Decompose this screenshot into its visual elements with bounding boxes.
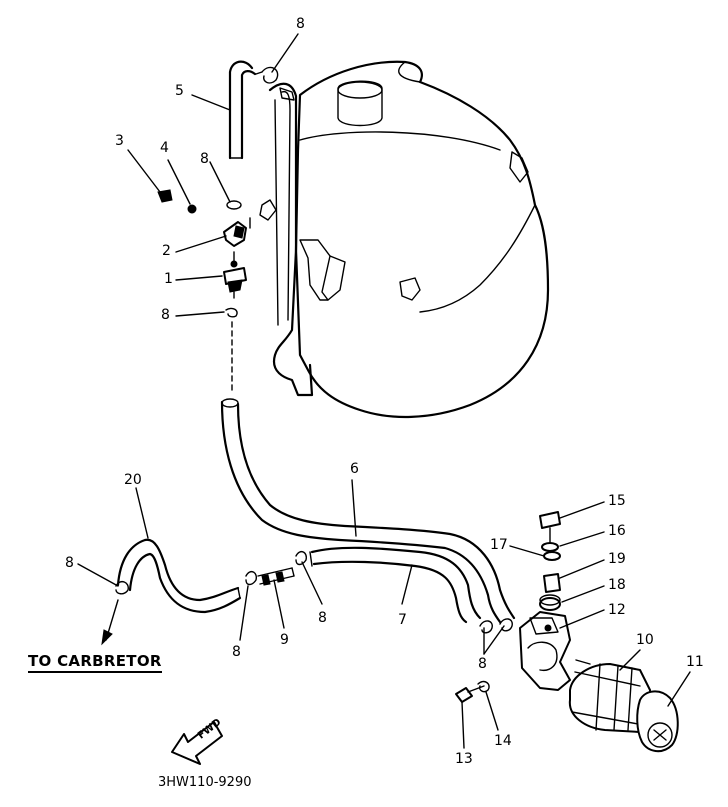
bracket-12 <box>519 611 571 691</box>
callout-4: 4 <box>160 140 169 156</box>
washer-16 <box>541 542 559 552</box>
callout-8-upper: 8 <box>200 151 209 167</box>
hose-5 <box>228 60 257 160</box>
callout-8-hose7: 8 <box>318 610 327 626</box>
callout-18: 18 <box>608 577 626 593</box>
callout-8-top: 8 <box>296 16 305 32</box>
callout-1: 1 <box>164 271 173 287</box>
clamp-8-upper <box>226 200 242 210</box>
leader-lines <box>77 33 691 749</box>
callout-7: 7 <box>398 612 407 628</box>
callout-10: 10 <box>636 632 654 648</box>
hose-20 <box>116 538 242 614</box>
fuel-tank <box>259 60 550 419</box>
callout-3: 3 <box>115 133 124 149</box>
callout-17: 17 <box>490 537 508 553</box>
drawing-code: 3HW110-9290 <box>158 775 252 790</box>
forward-arrow-icon <box>171 721 223 765</box>
clamp-8-hose7 <box>295 550 308 566</box>
callout-11: 11 <box>686 654 704 670</box>
callout-16: 16 <box>608 523 626 539</box>
holder-2 <box>223 217 251 247</box>
pump-10 <box>568 659 652 733</box>
callout-14: 14 <box>494 733 512 749</box>
collar-19 <box>543 573 561 593</box>
carburetor-arrow-head <box>101 629 113 646</box>
callout-8-joint: 8 <box>232 644 241 660</box>
bolt-15 <box>539 511 561 545</box>
clamp-top <box>255 66 279 84</box>
washer-14 <box>477 680 490 693</box>
clamp-8-hose20 <box>115 580 129 595</box>
callout-19: 19 <box>608 551 626 567</box>
bolt-13 <box>455 685 485 703</box>
callout-8-pump: 8 <box>478 656 487 672</box>
callout-13: 13 <box>455 751 473 767</box>
callout-8-mid: 8 <box>161 307 170 323</box>
grommet-18 <box>539 594 561 611</box>
valve-1 <box>223 251 247 299</box>
callout-8-hose20: 8 <box>65 555 74 571</box>
clamp-8-mid <box>225 307 238 318</box>
to-carburetor-label: TO CARBRETOR <box>28 652 162 673</box>
callout-15: 15 <box>608 493 626 509</box>
hose-7 <box>309 546 482 624</box>
clamp-8-joint <box>245 570 258 586</box>
nut-4 <box>187 204 197 214</box>
fitting-3 <box>157 189 173 203</box>
washer-17 <box>543 551 561 561</box>
clamps-8-pump <box>479 618 513 634</box>
callout-20: 20 <box>124 472 142 488</box>
callout-12: 12 <box>608 602 626 618</box>
callout-5: 5 <box>175 83 184 99</box>
callout-2: 2 <box>162 243 171 259</box>
hose-6 <box>220 398 516 624</box>
callout-9: 9 <box>280 632 289 648</box>
callout-6: 6 <box>350 461 359 477</box>
joint-9 <box>257 567 295 586</box>
